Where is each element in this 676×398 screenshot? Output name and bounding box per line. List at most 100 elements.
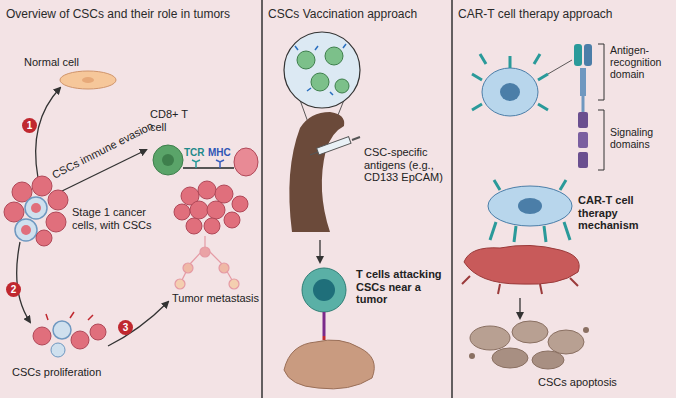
cancer-cluster — [4, 176, 68, 246]
metastasis-tree — [183, 263, 193, 273]
t-cell — [216, 160, 224, 168]
apoptotic-cells — [512, 321, 548, 343]
apoptotic-cells — [532, 351, 564, 369]
proliferation-cells — [51, 343, 65, 357]
tumor-cluster — [232, 196, 248, 212]
panel-title: CAR-T cell therapy approach — [452, 0, 676, 21]
cancer-cluster — [25, 197, 47, 219]
apoptotic-cells — [470, 326, 510, 350]
t-cell — [302, 268, 346, 312]
cancer-cluster — [32, 176, 52, 196]
process-arrow — [108, 302, 168, 346]
t-cell — [234, 148, 258, 176]
figure-label: Signaling domains — [610, 126, 672, 150]
car-t-cell — [482, 68, 538, 116]
car-construct — [582, 96, 585, 112]
tumor-cluster — [207, 201, 225, 219]
figure-label: Antigen-recognition domain — [610, 44, 674, 80]
car-construct — [548, 60, 572, 74]
t-cell — [323, 336, 326, 340]
tumor-cluster — [204, 218, 220, 234]
process-arrow — [519, 298, 520, 318]
proliferation-cells — [71, 331, 89, 349]
apoptotic-cells — [583, 327, 589, 333]
syringe — [352, 137, 360, 140]
magnified-view — [335, 79, 349, 93]
callout-number: 3 — [118, 320, 133, 335]
figure-label: CSCs proliferation — [12, 366, 132, 379]
figure-label: Normal cell — [24, 56, 104, 69]
normal-cell — [60, 71, 116, 89]
figure-label: CSCs apoptosis — [538, 376, 658, 389]
syringe — [310, 152, 318, 155]
arm — [289, 112, 344, 232]
metastasis-tree — [219, 263, 229, 273]
car-construct — [580, 68, 586, 96]
magnified-view — [311, 73, 329, 91]
tumor-cluster — [198, 181, 216, 199]
tumor — [462, 276, 578, 294]
process-arrow — [36, 88, 60, 178]
bracket — [598, 110, 604, 170]
proliferation-cells — [90, 324, 106, 340]
apoptotic-cells — [548, 330, 584, 354]
t-cell — [162, 154, 174, 166]
t-cell — [313, 279, 335, 301]
panel-divider — [262, 0, 452, 398]
proliferation-cells — [33, 312, 106, 357]
metastasis-tree — [175, 279, 185, 289]
panel-divider — [261, 0, 263, 398]
magnified-view — [284, 32, 360, 108]
syringe — [310, 137, 360, 155]
t-cell — [153, 145, 183, 175]
figure-label: Tumor metastasis — [172, 292, 260, 305]
normal-cell — [60, 71, 116, 89]
tumor — [464, 245, 579, 284]
car-t-cell — [488, 180, 572, 242]
callout-number: 1 — [22, 118, 37, 133]
cancer-cluster — [4, 202, 24, 222]
proliferation-cells — [33, 327, 51, 345]
t-cell — [153, 145, 258, 176]
t-cell — [183, 167, 234, 169]
tumor-cluster — [190, 201, 208, 219]
panel-title: CSCs Vaccination approach — [262, 0, 452, 21]
metastasis-tree — [175, 236, 239, 289]
process-arrow — [17, 242, 30, 322]
figure-label: TCR — [184, 147, 208, 159]
magnified-view — [325, 47, 343, 65]
car-construct — [548, 44, 592, 168]
figure-label: MHC — [208, 147, 236, 159]
metastasis-tree — [200, 247, 210, 257]
proliferation-cells — [53, 321, 71, 339]
car-construct — [584, 44, 592, 66]
tumor — [462, 245, 579, 294]
t-cell — [192, 160, 200, 168]
apoptotic-cells — [492, 348, 528, 368]
car-construct — [578, 132, 588, 148]
normal-cell — [82, 77, 94, 83]
panel: CSCs Vaccination approach — [262, 0, 452, 398]
proliferation-cells — [46, 312, 93, 320]
car-t-cell — [500, 83, 520, 101]
t-cell — [302, 268, 346, 340]
magnified-view — [297, 51, 315, 69]
cancer-cluster — [46, 212, 66, 232]
car-t-cell — [472, 54, 548, 116]
cancer-cluster — [36, 230, 52, 246]
syringe — [317, 137, 351, 155]
car-construct — [578, 112, 588, 128]
car-t-cell — [490, 180, 570, 242]
arm — [289, 112, 344, 232]
cancer-cluster — [48, 190, 68, 210]
metastasis-tree — [229, 279, 239, 289]
car-construct — [578, 152, 588, 168]
figure-label: CSC-specific antigens (e.g., CD133 EpCAM… — [364, 146, 448, 184]
figure-label: Stage 1 cancer cells, with CSCs — [72, 206, 172, 231]
metastasis-tree — [204, 236, 205, 248]
apoptotic-cells — [469, 321, 589, 369]
t-cell — [323, 312, 326, 336]
process-arrow — [319, 240, 320, 262]
car-construct — [574, 44, 582, 66]
